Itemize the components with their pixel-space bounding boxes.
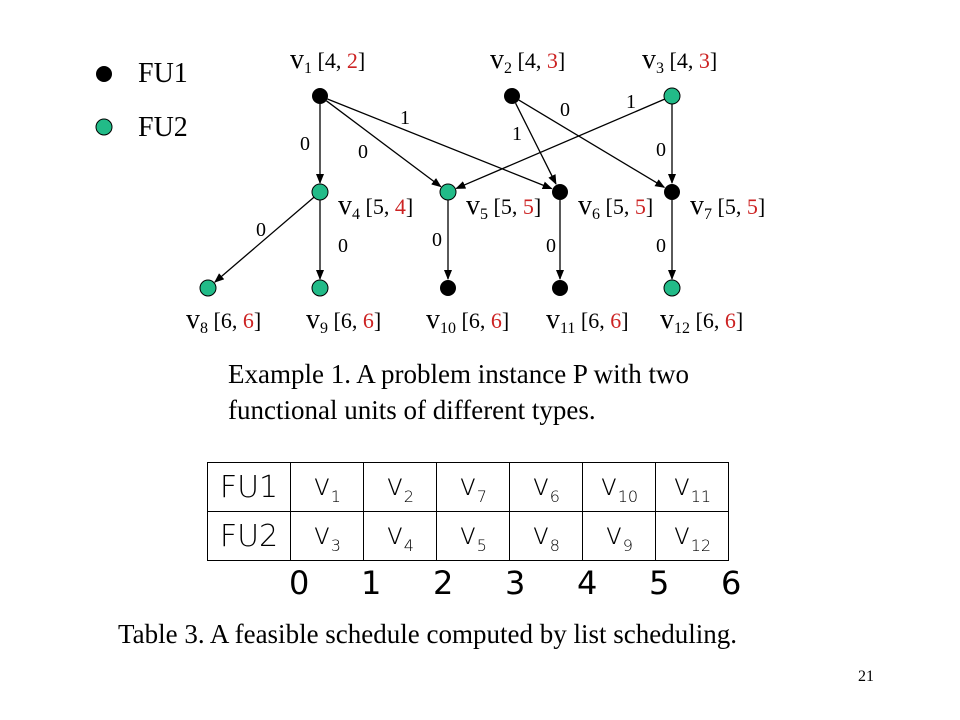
edge-weight: 1 — [400, 107, 410, 129]
node-label-v1: v1 [4, 2] — [290, 44, 365, 77]
time-tick: 0 — [289, 564, 310, 602]
schedule-cell: v11 — [655, 462, 729, 512]
node-v2 — [504, 88, 520, 104]
node-label-v12: v12 [6, 6] — [660, 304, 743, 337]
schedule-cell: v2 — [363, 462, 437, 512]
schedule-row-label: FU2 — [207, 511, 291, 561]
time-tick: 6 — [721, 564, 742, 602]
schedule-cell: v6 — [509, 462, 583, 512]
node-label-v7: v7 [5, 5] — [690, 190, 765, 223]
node-label-v2: v2 [4, 3] — [490, 44, 565, 77]
schedule-cell: v1 — [290, 462, 364, 512]
time-tick: 2 — [433, 564, 454, 602]
node-v1 — [312, 88, 328, 104]
node-label-v9: v9 [6, 6] — [306, 304, 381, 337]
schedule-cell: v5 — [436, 511, 510, 561]
node-v3 — [663, 87, 681, 105]
node-label-v8: v8 [6, 6] — [186, 304, 261, 337]
time-tick: 1 — [361, 564, 382, 602]
figure-caption-line1: Example 1. A problem instance P with two — [228, 359, 689, 389]
edge-weight: 0 — [338, 235, 348, 257]
node-label-v5: v5 [5, 5] — [466, 190, 541, 223]
time-tick: 4 — [577, 564, 598, 602]
node-label-v3: v3 [4, 3] — [642, 44, 717, 77]
schedule-row-label: FU1 — [207, 462, 291, 512]
edge-weight: 0 — [300, 133, 310, 155]
edge-weight: 0 — [560, 99, 570, 121]
edge-v1-v6 — [327, 98, 553, 190]
legend-fu1-label: FU1 — [138, 58, 188, 89]
figure-caption-line2: functional units of different types. — [228, 395, 596, 425]
edge-weight: 0 — [358, 141, 368, 163]
node-label-v11: v11 [6, 6] — [546, 304, 629, 337]
edge-weight: 1 — [512, 123, 522, 145]
time-tick: 3 — [505, 564, 526, 602]
legend-fu2-dot — [95, 118, 113, 136]
edge-weight: 0 — [656, 139, 666, 161]
time-tick: 5 — [649, 564, 670, 602]
schedule-cell: v7 — [436, 462, 510, 512]
legend-fu2-label: FU2 — [138, 112, 188, 143]
node-v9 — [311, 279, 329, 297]
node-v8 — [199, 279, 217, 297]
node-label-v6: v6 [5, 5] — [578, 190, 653, 223]
node-v10 — [440, 280, 456, 296]
schedule-cell: v3 — [290, 511, 364, 561]
node-v11 — [552, 280, 568, 296]
edge-weight: 0 — [432, 229, 442, 251]
schedule-cell: v8 — [509, 511, 583, 561]
edge-v1-v5 — [326, 100, 442, 188]
node-v7 — [664, 184, 680, 200]
schedule-cell: v10 — [582, 462, 656, 512]
edge-weight: 0 — [656, 235, 666, 257]
edge-v2-v6 — [514, 102, 557, 185]
node-v4 — [311, 183, 329, 201]
node-label-v4: v4 [5, 4] — [338, 190, 413, 223]
node-v6 — [552, 184, 568, 200]
edge-v2-v7 — [518, 99, 666, 188]
schedule-cell: v4 — [363, 511, 437, 561]
edge-weight: 0 — [546, 235, 556, 257]
legend-fu1-dot — [96, 66, 112, 82]
schedule-cell: v9 — [582, 511, 656, 561]
edge-weight: 1 — [626, 91, 636, 113]
edge-v3-v5 — [455, 98, 665, 190]
node-v12 — [663, 279, 681, 297]
edge-v4-v8 — [214, 196, 315, 283]
node-v5 — [439, 183, 457, 201]
page-number: 21 — [858, 668, 874, 685]
edge-weight: 0 — [256, 219, 266, 241]
schedule-cell: v12 — [655, 511, 729, 561]
node-label-v10: v10 [6, 6] — [426, 304, 509, 337]
table-caption: Table 3. A feasible schedule computed by… — [118, 619, 737, 649]
